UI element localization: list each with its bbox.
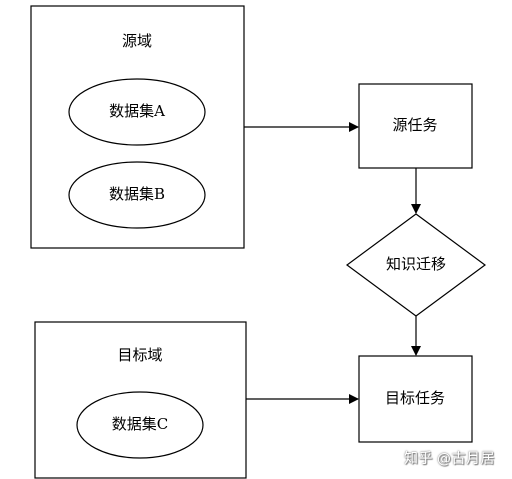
dataset-b-label: 数据集B — [109, 185, 165, 203]
dataset-b-node — [68, 161, 206, 229]
watermark-site: 知乎 — [404, 451, 433, 467]
source-task-label: 源任务 — [392, 116, 437, 134]
zhihu-watermark: 知乎 @古月居 — [404, 448, 508, 468]
target-task-node — [358, 355, 473, 443]
source-domain-title: 源域 — [122, 32, 152, 50]
knowledge-transfer-label: 知识迁移 — [386, 255, 446, 273]
target-domain-title: 目标域 — [117, 346, 162, 364]
dataset-c-node — [76, 391, 204, 459]
dataset-c-label: 数据集C — [112, 415, 168, 433]
watermark-handle: @古月居 — [437, 451, 495, 467]
dataset-a-node — [68, 78, 206, 146]
target-task-label: 目标任务 — [385, 389, 445, 407]
target-domain-box — [34, 321, 247, 479]
dataset-a-label: 数据集A — [109, 102, 165, 120]
